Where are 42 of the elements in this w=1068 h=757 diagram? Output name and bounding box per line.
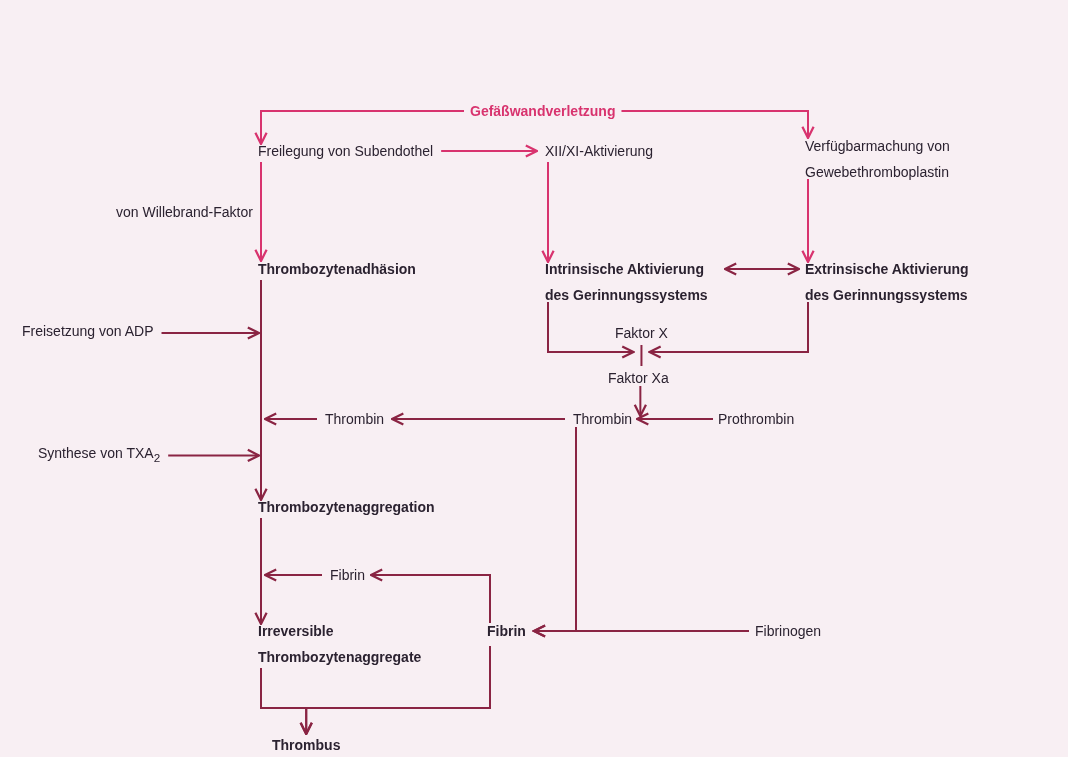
arrow	[254, 161, 268, 263]
arrow	[263, 412, 318, 426]
arrow	[369, 568, 491, 624]
node-label: Freilegung von Subendothel	[258, 138, 434, 164]
node-label: Intrinsische Aktivierung des Gerinnungssystems	[545, 256, 719, 308]
node-label: Prothrombin	[718, 406, 795, 432]
arrow	[633, 385, 648, 418]
node-label: Irreversible Thrombozytenaggregate	[258, 618, 458, 670]
node-label: Fibrin	[330, 562, 365, 588]
arrow	[801, 178, 815, 264]
arrow	[299, 645, 491, 736]
node-label: XII/XI-Aktivierung	[545, 138, 654, 164]
arrow	[254, 517, 268, 626]
node-label: Freisetzung von ADP	[22, 318, 154, 344]
node-label: Thrombozytenadhäsion	[258, 256, 416, 282]
arrow	[254, 110, 465, 146]
arrow	[167, 448, 261, 463]
node-label: Thrombozytenaggregation	[258, 494, 435, 520]
arrow	[263, 568, 323, 582]
arrow	[440, 144, 539, 158]
arrow	[636, 412, 714, 426]
arrow	[254, 279, 268, 502]
arrow	[541, 161, 555, 264]
node-label: Faktor X	[615, 320, 668, 346]
arrow	[620, 110, 815, 140]
node-label: Verfügbarmachung von Gewebethromboplastin	[805, 133, 995, 185]
arrow	[391, 412, 566, 426]
arrow	[648, 301, 809, 359]
node-label: Gefäßwandverletzung	[470, 98, 616, 124]
node-label: Extrinsische Aktivierung des Gerinnungssystems	[805, 256, 983, 308]
node-label: Fibrinogen	[755, 618, 822, 644]
node-label: Fibrin	[487, 618, 526, 644]
arrow	[723, 262, 801, 276]
arrow	[160, 326, 261, 340]
node-label: Synthese von TXA$_{2}$	[38, 440, 161, 471]
node-label: Thrombus	[272, 732, 341, 757]
node-label: Thrombin	[325, 406, 385, 432]
node-label: Faktor Xa	[608, 365, 669, 391]
node-label: Thrombin	[573, 406, 633, 432]
arrow	[547, 301, 635, 359]
arrow	[532, 624, 750, 638]
connector-line	[640, 344, 643, 367]
